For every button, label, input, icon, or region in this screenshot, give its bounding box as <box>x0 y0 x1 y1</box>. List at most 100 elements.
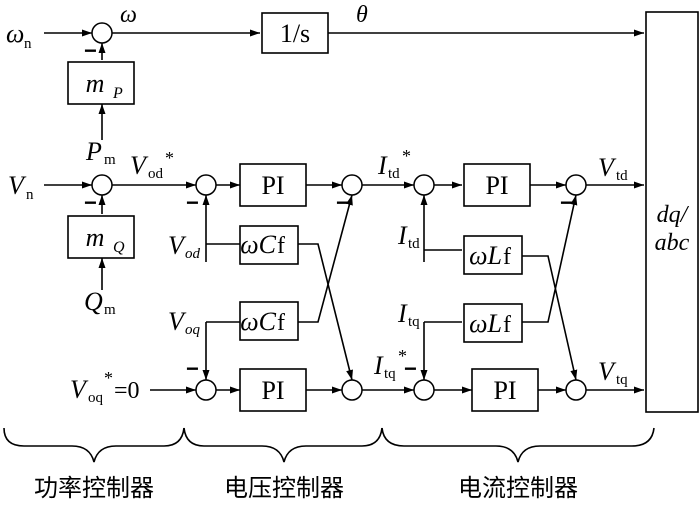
section-braces <box>3 427 655 463</box>
omega-cf-block-q: ωC f <box>239 301 299 341</box>
sum-junction-vd-error <box>195 174 217 196</box>
minus-sign: − <box>84 38 97 63</box>
sum-junction-id-ref <box>341 174 363 196</box>
label-v-oq: V oq <box>168 307 201 338</box>
svg-text:od: od <box>148 166 164 182</box>
label-i-tq-ref: I tq * <box>373 346 407 382</box>
svg-text:I: I <box>377 151 388 180</box>
sum-junction-vq-error <box>195 379 217 401</box>
label-omega-n: ω n <box>6 19 32 52</box>
label-i-tq: I tq <box>397 299 420 330</box>
svg-text:n: n <box>24 36 32 52</box>
minus-sign: − <box>336 190 349 215</box>
svg-text:PI: PI <box>485 171 508 200</box>
svg-text:tq: tq <box>408 314 420 330</box>
label-v-od: V od <box>168 231 201 262</box>
dq-abc-transform-block: dq/ abc <box>645 11 699 413</box>
svg-text:m: m <box>104 152 116 168</box>
mq-droop-block: m Q <box>67 215 135 259</box>
minus-sign: − <box>186 356 199 381</box>
svg-text:m: m <box>86 69 105 98</box>
section-label-voltage-controller: 电压控制器 <box>224 474 344 502</box>
svg-text:tq: tq <box>616 372 628 388</box>
label-theta: θ <box>356 2 368 28</box>
sum-junction-iq-ref <box>341 379 363 401</box>
svg-text:P: P <box>85 137 102 166</box>
sum-junction-vtq <box>565 379 587 401</box>
svg-text:dq/: dq/ <box>657 202 690 228</box>
svg-text:ω: ω <box>6 19 24 48</box>
svg-text:I: I <box>397 221 408 250</box>
svg-text:abc: abc <box>655 230 690 256</box>
minus-sign: − <box>560 190 573 215</box>
svg-text:tq: tq <box>384 366 396 382</box>
svg-text:td: td <box>388 166 400 182</box>
svg-text:V: V <box>598 357 617 386</box>
minus-sign: − <box>186 190 199 215</box>
svg-text:td: td <box>408 236 420 252</box>
svg-text:I: I <box>373 351 384 380</box>
svg-text:P: P <box>112 85 123 102</box>
svg-text:f: f <box>277 310 285 336</box>
svg-text:PI: PI <box>261 171 284 200</box>
svg-text:f: f <box>277 233 285 259</box>
svg-text:td: td <box>616 168 628 184</box>
svg-text:ωC: ωC <box>240 307 276 336</box>
label-q-m: Q m <box>84 287 116 318</box>
svg-text:*: * <box>104 368 113 388</box>
svg-text:I: I <box>397 299 408 328</box>
svg-text:oq: oq <box>88 390 104 406</box>
sum-junction-id-error <box>413 174 435 196</box>
integrator-block: 1/s <box>261 12 329 54</box>
svg-text:V: V <box>8 171 27 200</box>
svg-text:f: f <box>503 244 511 270</box>
label-v-td: V td <box>598 153 628 184</box>
svg-text:m: m <box>86 223 105 252</box>
svg-text:V: V <box>598 153 617 182</box>
minus-sign: − <box>84 190 97 215</box>
pi-block-vq: PI <box>239 368 307 412</box>
label-p-m: P m <box>85 137 116 168</box>
label-v-oq-ref: V oq * =0 <box>70 368 140 406</box>
svg-text:od: od <box>185 246 201 262</box>
sum-junction-vtd <box>565 174 587 196</box>
svg-text:V: V <box>168 307 187 336</box>
label-i-td: I td <box>397 221 420 252</box>
pi-block-id: PI <box>463 163 531 207</box>
svg-text:PI: PI <box>261 376 284 405</box>
svg-text:m: m <box>104 302 116 318</box>
mp-droop-block: m P <box>67 61 135 105</box>
minus-sign: − <box>404 356 417 381</box>
svg-text:ωL: ωL <box>469 309 502 338</box>
minus-signs: − − − − − − − <box>84 38 573 381</box>
pi-block-iq: PI <box>471 368 539 412</box>
svg-text:ωL: ωL <box>469 241 502 270</box>
label-v-n: V n <box>8 171 34 203</box>
label-i-td-ref: I td * <box>377 146 411 182</box>
sum-junction-iq-error <box>413 379 435 401</box>
svg-text:ωC: ωC <box>240 230 276 259</box>
svg-text:V: V <box>168 231 187 260</box>
svg-text:*: * <box>398 346 407 366</box>
omega-lf-block-d: ωL f <box>463 235 523 275</box>
svg-text:V: V <box>130 151 149 180</box>
label-v-od-ref: V od * <box>130 148 174 182</box>
sum-junction-voltage-ref <box>91 174 113 196</box>
label-v-tq: V tq <box>598 357 628 388</box>
label-omega: ω <box>120 2 137 28</box>
svg-text:1/s: 1/s <box>280 19 310 48</box>
svg-text:Q: Q <box>84 287 103 316</box>
section-label-current-controller: 电流控制器 <box>458 474 578 502</box>
svg-text:PI: PI <box>493 376 516 405</box>
svg-text:V: V <box>70 375 89 404</box>
svg-text:=0: =0 <box>114 378 140 404</box>
svg-text:*: * <box>402 146 411 166</box>
signal-wires <box>44 29 644 394</box>
svg-text:oq: oq <box>185 322 201 338</box>
svg-text:Q: Q <box>113 239 125 256</box>
omega-lf-block-q: ωL f <box>463 303 523 343</box>
svg-text:n: n <box>26 187 34 203</box>
section-label-power-controller: 功率控制器 <box>34 474 154 502</box>
svg-text:*: * <box>165 148 174 168</box>
